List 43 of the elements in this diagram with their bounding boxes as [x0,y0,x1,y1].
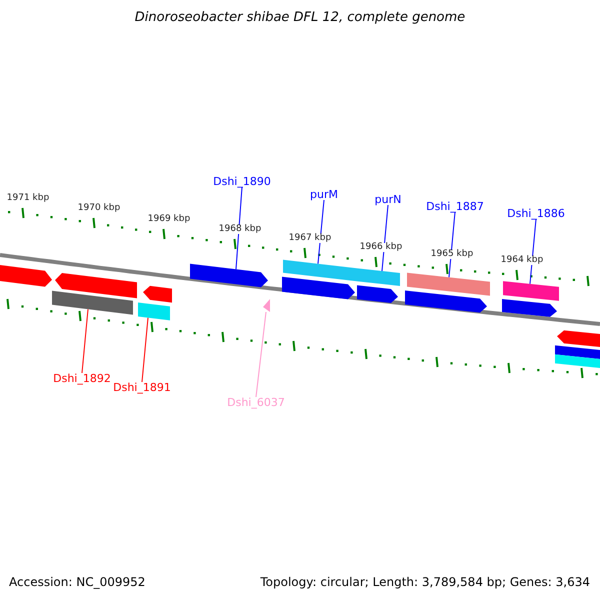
leader-line [448,212,456,278]
scale-label: 1964 kbp [500,256,544,265]
scale-label: 1970 kbp [76,204,122,213]
gene-label: Dshi_1891 [113,382,171,393]
gene-bar [503,281,559,301]
gene-label: purN [374,194,402,205]
gene-bar [138,302,170,320]
gene-bar [555,345,600,360]
leader-line [318,200,324,264]
accession-text: Accession: NC_009952 [9,576,146,588]
scale-label: 1971 kbp [6,194,50,203]
gene-feature [282,276,355,300]
gene-label: purM [310,189,338,200]
leader-line [256,312,266,398]
leader-line [530,218,536,284]
gene-label: Dshi_6037 [227,397,285,408]
scale-label: 1965 kbp [430,250,474,259]
gene-bar [407,272,490,296]
gene-feature [0,264,52,287]
scale-label: 1968 kbp [218,225,262,234]
gene-label: Dshi_1887 [426,201,484,212]
gene-bar [555,354,600,368]
scale-label: 1966 kbp [358,243,404,252]
genome-summary-text: Topology: circular; Length: 3,789,584 bp; Genes: 3,634 [260,576,590,588]
gene-label: Dshi_1886 [507,208,565,219]
gene-bar [52,290,133,315]
gene-feature [405,290,487,313]
leader-line [82,308,88,374]
gene-feature [502,299,557,317]
diagram-title: Dinoroseobacter shibae DFL 12, complete genome [134,11,466,24]
scale-label: 1967 kbp [288,234,332,243]
gene-feature [190,264,268,288]
gene-marker [263,299,270,312]
leader-line [236,186,242,270]
gene-feature [55,273,137,298]
leader-line [142,317,148,382]
gene-feature [557,330,600,348]
gene-bar [360,268,400,286]
gene-label: Dshi_1890 [213,176,271,187]
gene-feature [143,286,172,303]
gene-feature [357,285,398,303]
scale-label: 1969 kbp [146,215,192,224]
gene-label: Dshi_1892 [53,373,111,384]
